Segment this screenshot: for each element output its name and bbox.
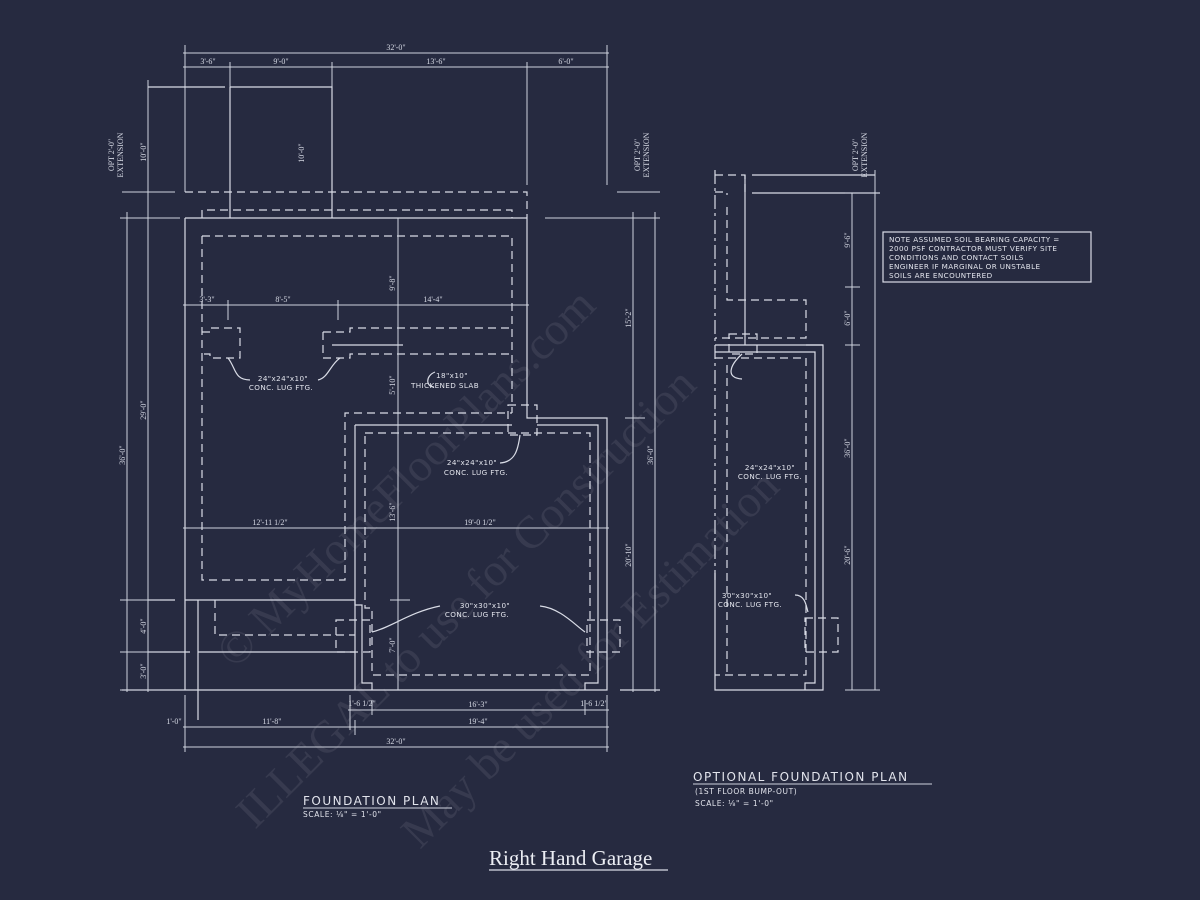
dim-center-c: 13'-6": [388, 502, 397, 521]
note-line-1: NOTE ASSUMED SOIL BEARING CAPACITY =: [889, 235, 1060, 244]
extension-label-right-1: OPT 2'-0": [633, 139, 642, 171]
sheet-title: Right Hand Garage: [489, 846, 652, 870]
dim-width-b: 19'-0 1/2": [464, 518, 496, 527]
note-line-2: 2000 PSF CONTRACTOR MUST VERIFY SITE: [889, 244, 1057, 253]
dim-center-b: 5'-10": [388, 375, 397, 394]
dim-left-b: 4'-0": [139, 618, 148, 633]
opt-dim-b: 6'-0": [843, 310, 852, 325]
opt-callout-lug2-desc: CONC. LUG FTG.: [718, 600, 782, 609]
foundation-plan-title: FOUNDATION PLAN: [303, 794, 440, 808]
opt-callout-lug1-desc: CONC. LUG FTG.: [738, 472, 802, 481]
optional-linework: [714, 170, 880, 691]
callout-slab-desc: THICKENED SLAB: [410, 381, 479, 390]
callout-lug3-desc: CONC. LUG FTG.: [445, 610, 509, 619]
callout-slab-size: 18"x10": [436, 371, 468, 380]
dim-left-overall: 36'-0": [118, 445, 127, 464]
optional-foundation-plan: 9'-6" 6'-0" 36'-0" 20'-6" OPT 2'-0" EXTE…: [693, 132, 1092, 808]
callout-lug2-desc: CONC. LUG FTG.: [444, 468, 508, 477]
dim-mid-b: 8'-5": [275, 295, 290, 304]
opt-extension-label-1: OPT 2'-0": [851, 139, 860, 171]
foundation-plan: 32'-0" 3'-6" 9'-0" 13'-6" 6'-0" 3'-3" 8'…: [107, 43, 660, 819]
callout-lug3-size: 30"x30"x10": [460, 601, 510, 610]
dim-bottom1-c: 1'-6 1/2": [580, 699, 608, 708]
extension-label-left-2: EXTENSION: [116, 132, 125, 177]
dim-center-a: 9'-8": [388, 275, 397, 290]
dim-right-a: 15'-2": [624, 308, 633, 327]
dim-mid-c: 14'-4": [423, 295, 442, 304]
watermark-line-3: May be used for Estimation: [391, 460, 788, 857]
optional-plan-title: OPTIONAL FOUNDATION PLAN: [693, 770, 909, 784]
dim-mid-a: 3'-3": [199, 295, 214, 304]
dim-width-a: 12'-11 1/2": [252, 518, 287, 527]
dim-top-a: 3'-6": [200, 57, 215, 66]
extension-label-right-2: EXTENSION: [642, 132, 651, 177]
dim-center-ext: 10'-0": [297, 143, 306, 162]
dim-top-c: 13'-6": [426, 57, 445, 66]
foundation-plan-scale: SCALE: ⅛" = 1'-0": [303, 810, 382, 819]
opt-dim-c: 20'-6": [843, 545, 852, 564]
dim-bottom1-a: 1'-6 1/2": [348, 699, 376, 708]
soil-note-box: [882, 231, 1092, 283]
optional-plan-subtitle: (1ST FLOOR BUMP-OUT): [695, 787, 797, 796]
note-line-4: ENGINEER IF MARGINAL OR UNSTABLE: [889, 262, 1040, 271]
dim-left-ext: 10'-0": [139, 142, 148, 161]
dim-bottom2-c: 19'-4": [468, 717, 487, 726]
foundation-linework: [120, 45, 660, 752]
dim-bottom2-b: 11'-8": [262, 717, 281, 726]
opt-extension-label-2: EXTENSION: [860, 132, 869, 177]
dim-bottom-overall: 32'-0": [386, 737, 405, 746]
dim-left-a: 29'-0": [139, 400, 148, 419]
optional-plan-scale: SCALE: ⅛" = 1'-0": [695, 799, 774, 808]
opt-callout-lug2-size: 30"x30"x10": [722, 591, 772, 600]
dim-overall-top: 32'-0": [386, 43, 405, 52]
dim-top-b: 9'-0": [273, 57, 288, 66]
dim-top-d: 6'-0": [558, 57, 573, 66]
opt-dim-overall: 36'-0": [843, 438, 852, 457]
dim-bottom2-a: 1'-0": [166, 717, 181, 726]
dim-right-b: 20'-10": [624, 543, 633, 566]
dim-left-c: 3'-0": [139, 663, 148, 678]
dim-right-overall: 36'-0": [646, 445, 655, 464]
callout-lug1-size: 24"x24"x10": [258, 374, 308, 383]
note-line-3: CONDITIONS AND CONTACT SOILS: [889, 253, 1024, 262]
watermark-line-1: © MyHomeFloorPlans.com: [206, 278, 605, 677]
note-line-5: SOILS ARE ENCOUNTERED: [889, 271, 993, 280]
opt-callout-lug1-size: 24"x24"x10": [745, 463, 795, 472]
callout-lug1-desc: CONC. LUG FTG.: [249, 383, 313, 392]
opt-dim-a: 9'-6": [843, 232, 852, 247]
dim-bottom1-b: 16'-3": [468, 700, 487, 709]
extension-label-left-1: OPT 2'-0": [107, 139, 116, 171]
callout-lug2-size: 24"x24"x10": [447, 458, 497, 467]
dim-center-d: 7'-0": [388, 637, 397, 652]
